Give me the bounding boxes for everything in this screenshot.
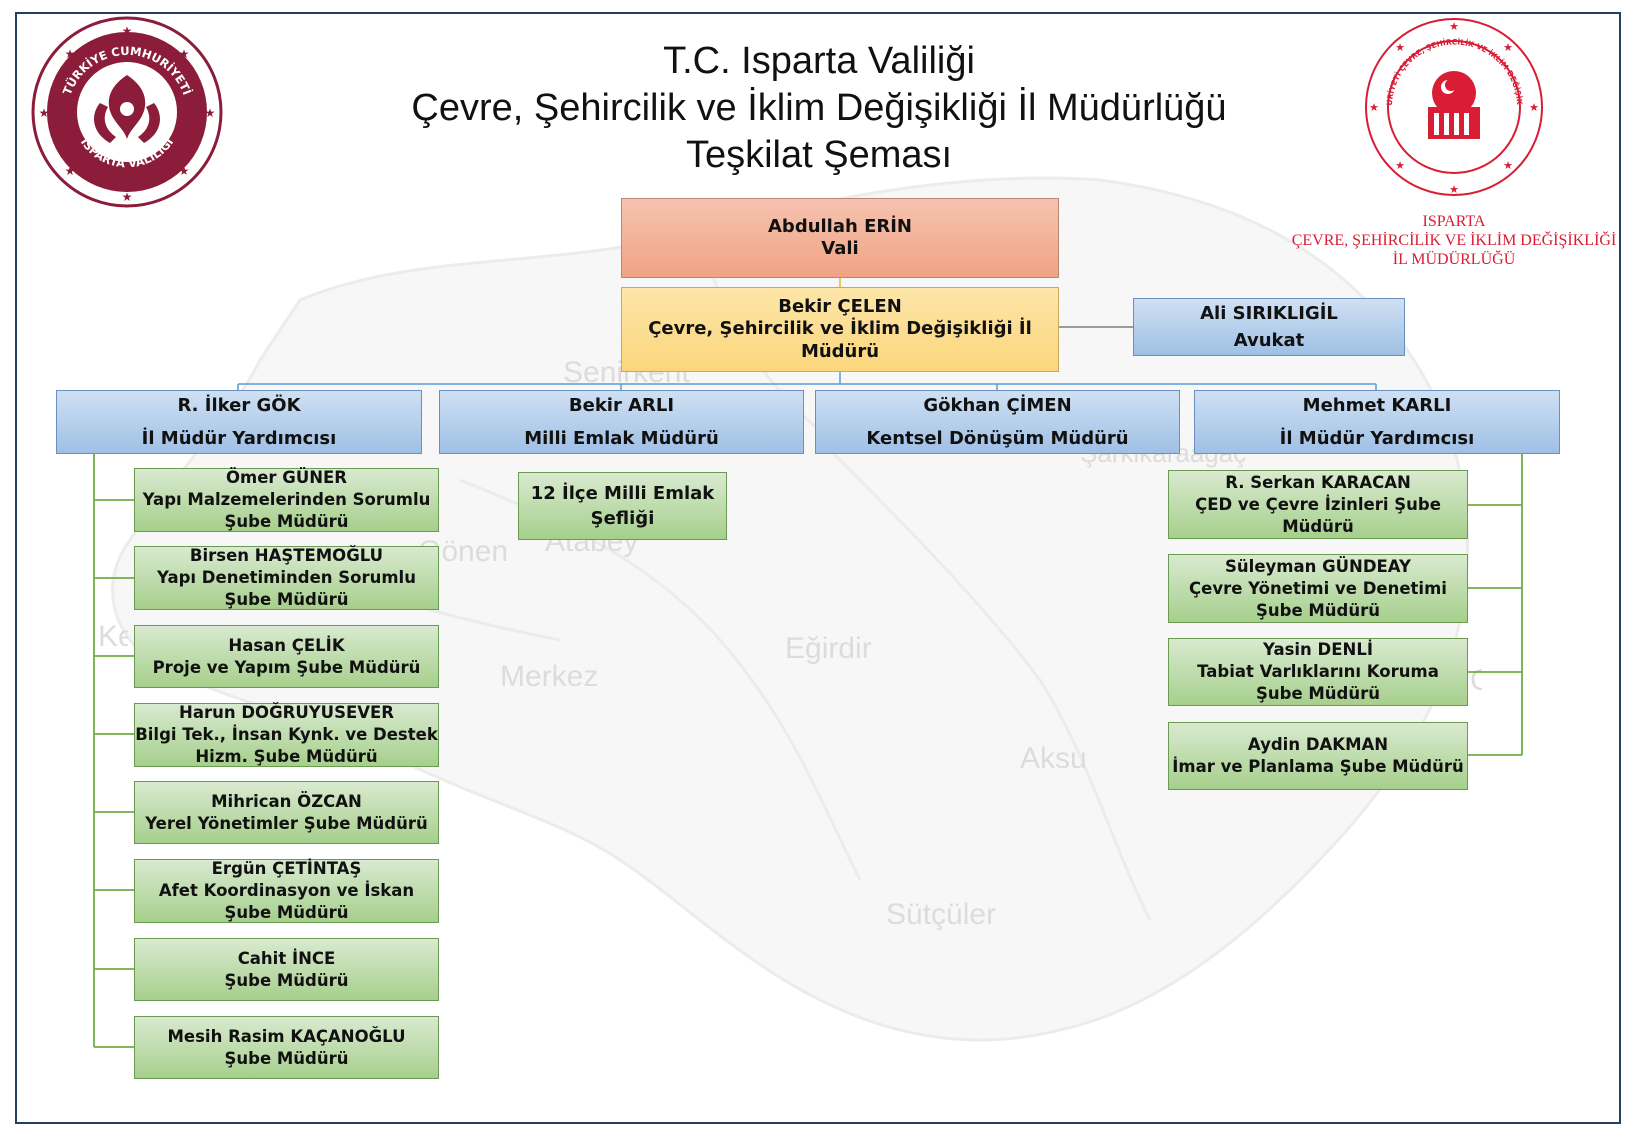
deputy-box-3: Gökhan ÇİMEN Kentsel Dönüşüm Müdürü <box>815 390 1180 454</box>
avukat-box: Ali SIRIKLIGİL Avukat <box>1133 298 1405 356</box>
svg-text:★: ★ <box>1395 41 1405 54</box>
map-label: Eğirdir <box>785 632 872 665</box>
deputy-name: Gökhan ÇİMEN <box>923 395 1072 416</box>
deputy-name: Bekir ARLI <box>568 395 675 416</box>
unit-name: Mihrican ÖZCAN <box>211 791 362 811</box>
svg-text:★: ★ <box>1529 101 1539 114</box>
map-label: Sütçüler <box>886 898 997 931</box>
unit-box: Ergün ÇETİNTAŞ Afet Koordinasyon ve İska… <box>134 859 439 923</box>
unit-box: Birsen HAŞTEMOĞLU Yapı Denetiminden Soru… <box>134 546 439 610</box>
svg-text:★: ★ <box>179 47 190 61</box>
unit-role-line: Şefliği <box>590 508 655 529</box>
unit-name: Aydin DAKMAN <box>1247 735 1389 754</box>
unit-box: Harun DOĞRUYUSEVER Bilgi Tek., İnsan Kyn… <box>134 703 439 767</box>
svg-text:★: ★ <box>1395 159 1405 172</box>
unit-name: Birsen HAŞTEMOĞLU <box>189 546 384 565</box>
unit-role-line: Yerel Yönetimler Şube Müdürü <box>145 813 428 833</box>
deputy-name: R. İlker GÖK <box>177 395 301 416</box>
svg-text:★: ★ <box>1369 101 1379 114</box>
unit-box: R. Serkan KARACAN ÇED ve Çevre İzinleri … <box>1168 470 1468 539</box>
svg-text:★: ★ <box>1503 159 1513 172</box>
unit-box: Mesih Rasim KAÇANOĞLU Şube Müdürü <box>134 1016 439 1079</box>
isparta-valiligi-logo: TÜRKİYE CUMHURİYETİ ISPARTA VALİLİĞİ ★ ★… <box>31 16 223 208</box>
deputy-box-1: R. İlker GÖK İl Müdür Yardımcısı <box>56 390 422 454</box>
unit-role-line: Yapı Denetiminden Sorumlu <box>157 568 416 587</box>
unit-name: Süleyman GÜNDEAY <box>1225 556 1411 576</box>
vali-name: Abdullah ERİN <box>768 215 912 237</box>
page-frame <box>15 12 1621 1124</box>
unit-role-line: ÇED ve Çevre İzinleri Şube Müdürü <box>1195 494 1441 536</box>
unit-name: Harun DOĞRUYUSEVER <box>179 703 394 722</box>
unit-role-line: Yapı Malzemelerinden Sorumlu <box>142 490 431 509</box>
unit-role-line: 12 İlçe Milli Emlak <box>530 483 715 504</box>
page-subtitle-2: Teşkilat Şeması <box>685 134 953 176</box>
unit-box: Yasin DENLİ Tabiat Varlıklarını Koruma Ş… <box>1168 638 1468 706</box>
unit-box: Mihrican ÖZCAN Yerel Yönetimler Şube Müd… <box>134 781 439 844</box>
svg-text:★: ★ <box>1449 183 1459 196</box>
unit-role-line: Şube Müdürü <box>1256 684 1380 703</box>
unit-name: Ergün ÇETİNTAŞ <box>211 859 362 878</box>
map-label: Keçiborlu <box>98 620 128 653</box>
logo-caption-line2: ÇEVRE, ŞEHİRCİLİK VE İKLİM DEĞİŞİKLİĞİ <box>1291 232 1617 249</box>
map-label: Aksu <box>1020 742 1087 775</box>
unit-role-line: Tabiat Varlıklarını Koruma <box>1197 662 1439 681</box>
logo-caption-line1: ISPARTA <box>1422 213 1486 230</box>
il-muduru-box: Bekir ÇELEN Çevre, Şehircilik ve İklim D… <box>621 287 1059 372</box>
unit-name: R. Serkan KARACAN <box>1225 472 1411 492</box>
deputy-box-4: Mehmet KARLI İl Müdür Yardımcısı <box>1194 390 1560 454</box>
unit-name: Hasan ÇELİK <box>228 635 345 655</box>
svg-text:★: ★ <box>179 164 190 178</box>
unit-role-line: Şube Müdürü <box>224 590 349 609</box>
page-subtitle: Çevre, Şehircilik ve İklim Değişikliği İ… <box>411 87 1227 129</box>
unit-name: Ömer GÜNER <box>225 468 348 487</box>
map-label: Merkez <box>500 660 599 693</box>
unit-name: Cahit İNCE <box>237 948 336 968</box>
deputy-role: İl Müdür Yardımcısı <box>1279 428 1475 449</box>
unit-role-line: Afet Koordinasyon ve İskan <box>158 881 415 900</box>
svg-text:★: ★ <box>39 106 50 120</box>
unit-role-line: Proje ve Yapım Şube Müdürü <box>152 657 421 677</box>
unit-name: Yasin DENLİ <box>1263 640 1373 659</box>
unit-role-line: Hizm. Şube Müdürü <box>195 747 378 766</box>
unit-box: Ömer GÜNER Yapı Malzemelerinden Sorumlu … <box>134 468 439 532</box>
svg-text:★: ★ <box>205 106 216 120</box>
deputy-box-2: Bekir ARLI Milli Emlak Müdürü <box>439 390 804 454</box>
page-title: T.C. Isparta Valiliği <box>663 40 975 82</box>
il-muduru-name: Bekir ÇELEN <box>778 295 902 317</box>
vali-role: Vali <box>821 238 859 259</box>
svg-text:★: ★ <box>122 24 133 38</box>
il-muduru-role: Çevre, Şehircilik ve İklim Değişikliği İ… <box>648 318 1032 362</box>
svg-text:★: ★ <box>65 47 76 61</box>
logo-caption-line3: İL MÜDÜRLÜĞÜ <box>1392 251 1516 268</box>
unit-role-line: Çevre Yönetimi ve Denetimi <box>1189 578 1447 598</box>
svg-text:★: ★ <box>1449 20 1459 33</box>
svg-text:★: ★ <box>65 164 76 178</box>
deputy-role: Kentsel Dönüşüm Müdürü <box>866 428 1129 449</box>
unit-role-line: İmar ve Planlama Şube Müdürü <box>1172 757 1464 776</box>
unit-role-line: Bilgi Tek., İnsan Kynk. ve Destek <box>135 725 438 744</box>
deputy-role: Milli Emlak Müdürü <box>524 428 719 449</box>
svg-text:★: ★ <box>122 190 133 204</box>
unit-role-line: Şube Müdürü <box>1256 600 1380 620</box>
unit-role-line: Şube Müdürü <box>224 903 349 922</box>
unit-role-line: Şube Müdürü <box>224 512 349 531</box>
unit-name: Mesih Rasim KAÇANOĞLU <box>167 1026 406 1046</box>
unit-box: Hasan ÇELİK Proje ve Yapım Şube Müdürü <box>134 625 439 688</box>
bakanlik-logo: TÜRKİYE CUMHURİYETİ ÇEVRE, ŞEHİRCİLİK VE… <box>1362 15 1543 196</box>
unit-box: Aydin DAKMAN İmar ve Planlama Şube Müdür… <box>1168 722 1468 790</box>
unit-box: Süleyman GÜNDEAY Çevre Yönetimi ve Denet… <box>1168 554 1468 623</box>
unit-role-line: Şube Müdürü <box>224 1048 349 1068</box>
svg-text:★: ★ <box>1503 41 1513 54</box>
emlak-unit-box: 12 İlçe Milli Emlak Şefliği <box>518 472 727 540</box>
unit-box: Cahit İNCE Şube Müdürü <box>134 938 439 1001</box>
vali-box: Abdullah ERİN Vali <box>621 198 1059 278</box>
deputy-name: Mehmet KARLI <box>1302 395 1452 416</box>
avukat-name: Ali SIRIKLIGİL <box>1200 303 1338 324</box>
avukat-role: Avukat <box>1233 330 1305 351</box>
deputy-role: İl Müdür Yardımcısı <box>141 428 337 449</box>
unit-role-line: Şube Müdürü <box>224 970 349 990</box>
